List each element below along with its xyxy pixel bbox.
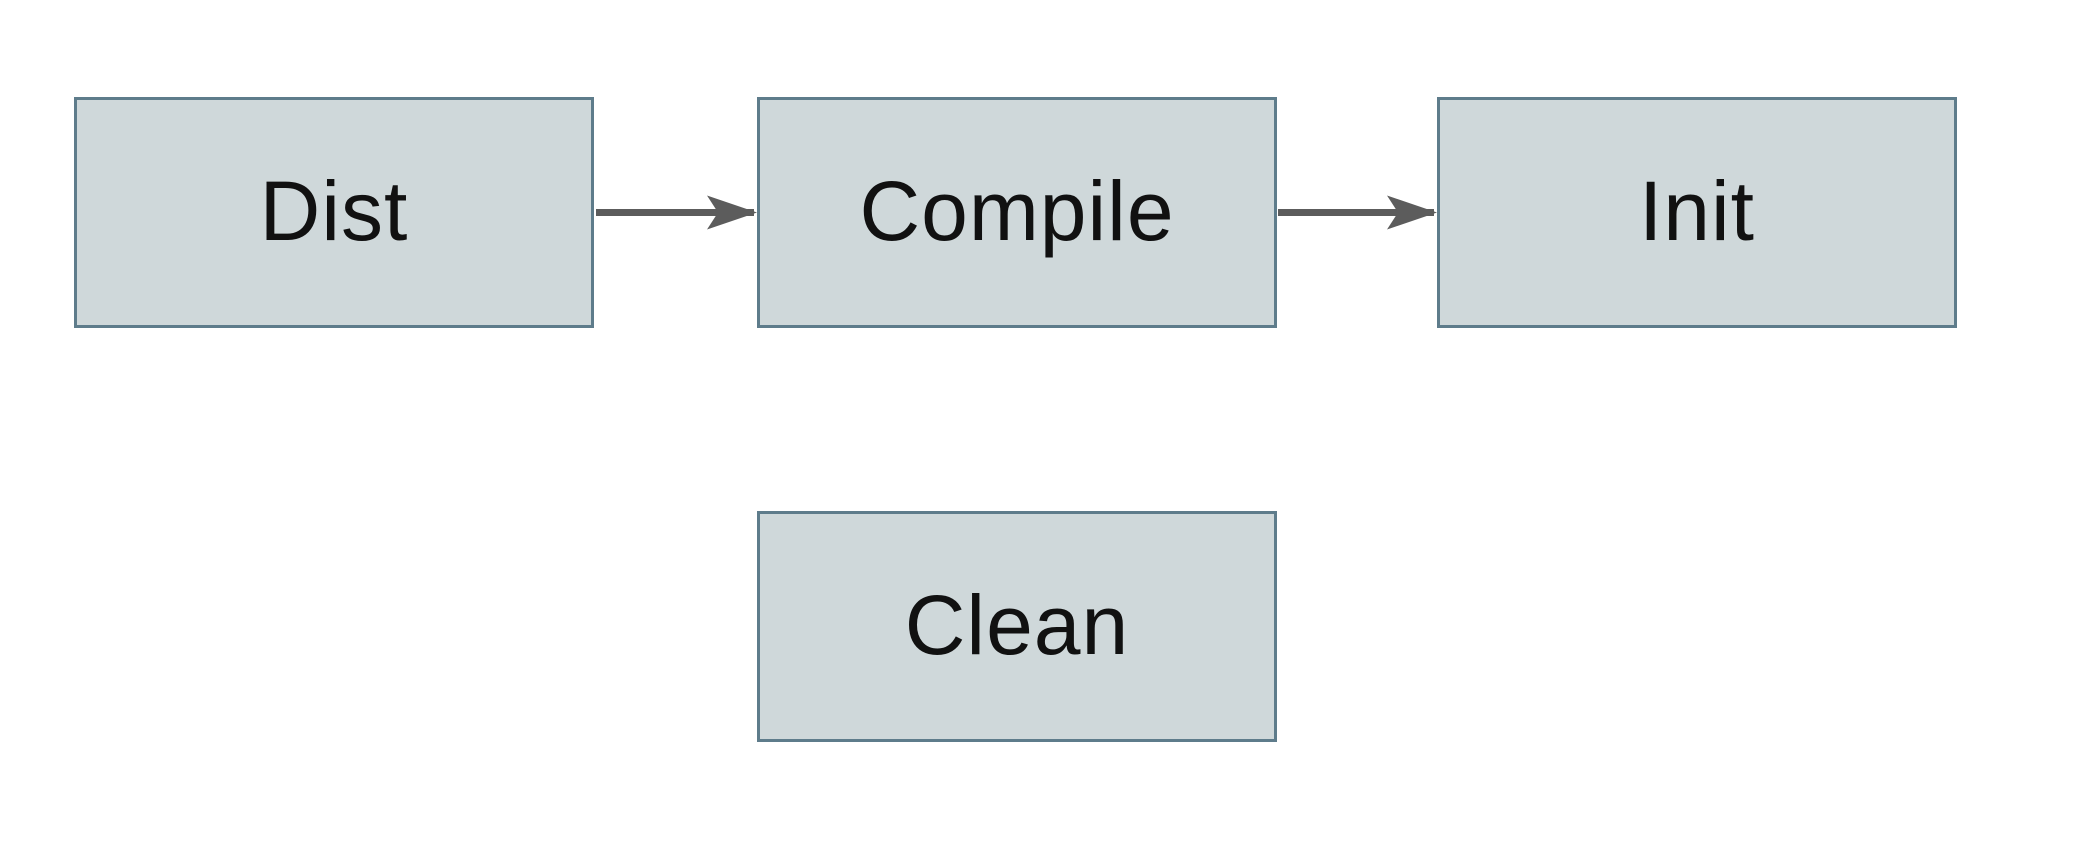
node-clean: Clean bbox=[757, 511, 1277, 742]
node-compile: Compile bbox=[757, 97, 1277, 328]
node-init-label: Init bbox=[1638, 163, 1756, 258]
node-dist-label: Dist bbox=[259, 163, 409, 258]
node-compile-label: Compile bbox=[859, 163, 1175, 258]
node-dist: Dist bbox=[74, 97, 594, 328]
node-clean-label: Clean bbox=[904, 577, 1130, 672]
node-init: Init bbox=[1437, 97, 1957, 328]
